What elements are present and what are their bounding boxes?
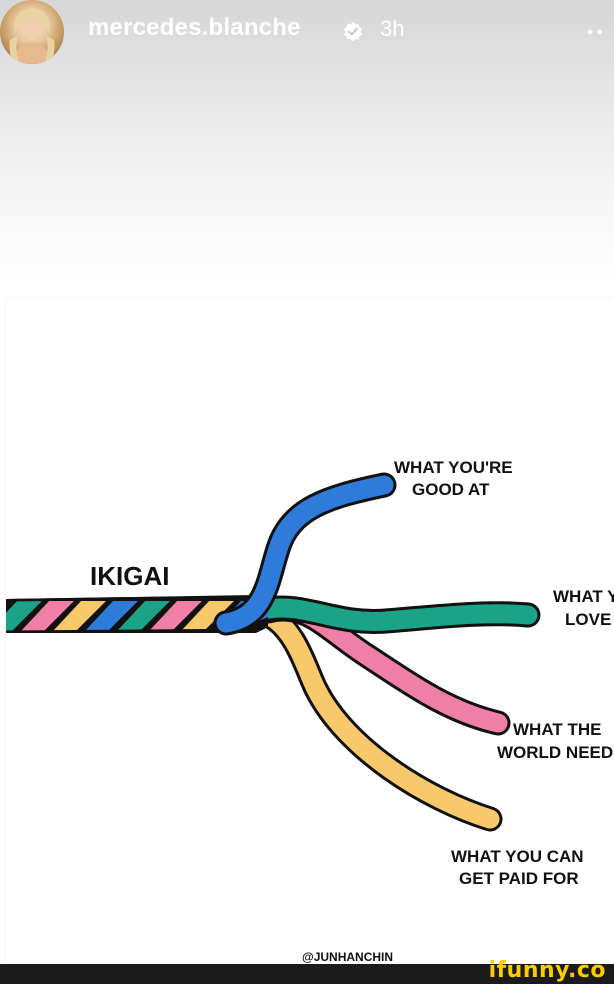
avatar-image (9, 8, 55, 64)
story-time-ago: 3h (380, 16, 405, 41)
watermark-bar (0, 964, 614, 984)
label-good-line1: WHAT YOU'RE (394, 458, 513, 477)
verified-badge-icon (344, 22, 362, 41)
ifunny-watermark: ifunny.co (488, 958, 606, 983)
branch-love (258, 598, 538, 631)
label-paid-line1: WHAT YOU CAN (451, 847, 584, 866)
label-world-line1: WHAT THE (513, 720, 601, 739)
story-header: mercedes.blanche 3h (0, 0, 614, 64)
branch-paid (258, 605, 500, 829)
label-world-line2: WORLD NEEDS (497, 743, 614, 762)
avatar[interactable] (0, 0, 64, 64)
label-good-line2: GOOD AT (412, 480, 490, 499)
story-username[interactable]: mercedes.blanche (88, 14, 301, 41)
more-options-icon[interactable] (586, 20, 610, 44)
label-love-line2: LOVE (565, 610, 611, 629)
branch-good (216, 475, 394, 633)
story-image: IKIGAI WHAT YOU'RE GOOD AT WHAT YOU LOVE… (6, 299, 614, 964)
label-love-line1: WHAT YOU (553, 587, 614, 606)
diagram-credit: @JUNHANCHIN (302, 950, 393, 964)
diagram-title: IKIGAI (90, 561, 169, 591)
ikigai-diagram: IKIGAI WHAT YOU'RE GOOD AT WHAT YOU LOVE… (6, 458, 614, 964)
label-paid-line2: GET PAID FOR (459, 869, 579, 888)
